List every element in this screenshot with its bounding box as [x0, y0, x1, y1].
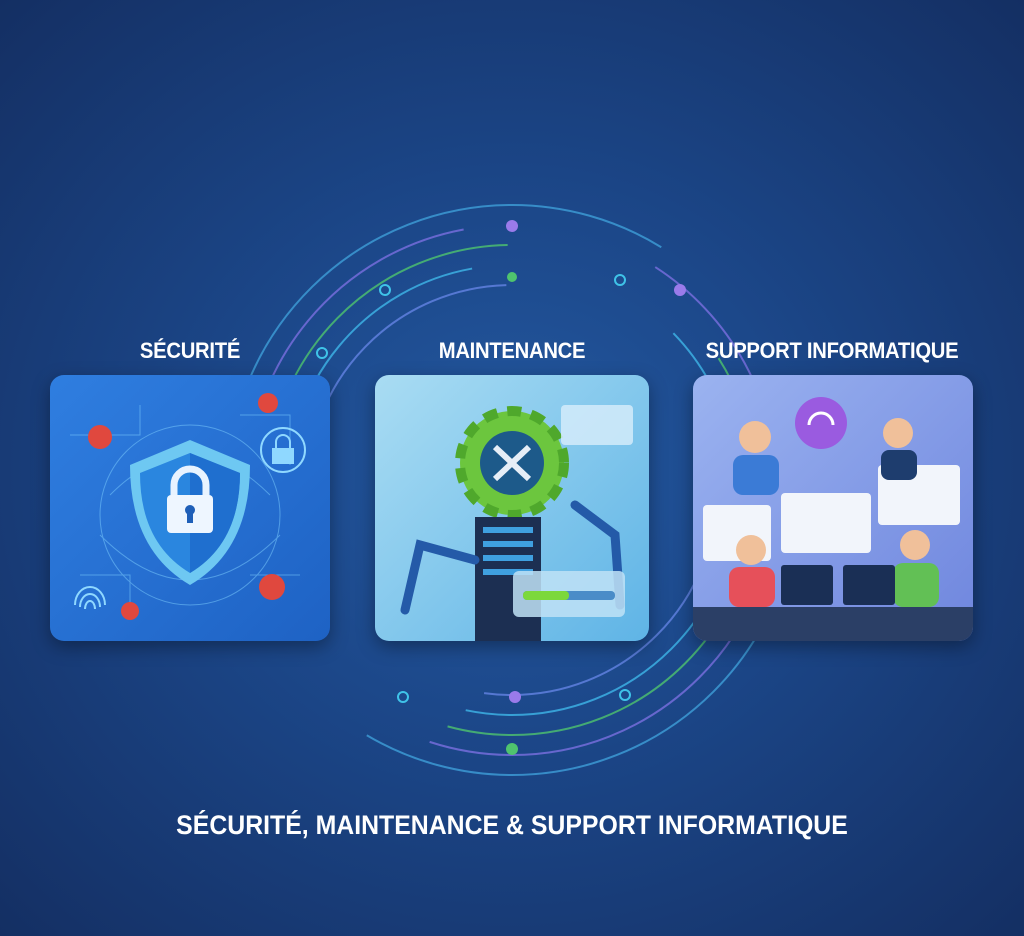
support-agent: [729, 535, 775, 607]
maintenance-card: [375, 375, 649, 641]
fingerprint-icon: [74, 586, 106, 610]
support-card: [693, 375, 973, 641]
footer-title: SÉCURITÉ, MAINTENANCE & SUPPORT INFORMAT…: [176, 810, 848, 840]
support-agent: [733, 421, 779, 495]
section-label-support: SUPPORT INFORMATIQUE: [705, 338, 959, 363]
progress-fill: [523, 591, 569, 600]
ring-node: [506, 743, 518, 755]
security-card: [50, 375, 330, 641]
virus-icon: [88, 393, 285, 620]
section-label-maintenance: MAINTENANCE: [438, 338, 586, 363]
gear-tools-icon: [455, 406, 569, 520]
section-label-security: SÉCURITÉ: [139, 338, 241, 363]
support-agent: [893, 530, 939, 607]
support-agent: [881, 418, 917, 480]
chat-headset-icon: [795, 397, 847, 449]
shield-lock-icon: [130, 440, 250, 585]
padlock-icon: [260, 427, 306, 473]
